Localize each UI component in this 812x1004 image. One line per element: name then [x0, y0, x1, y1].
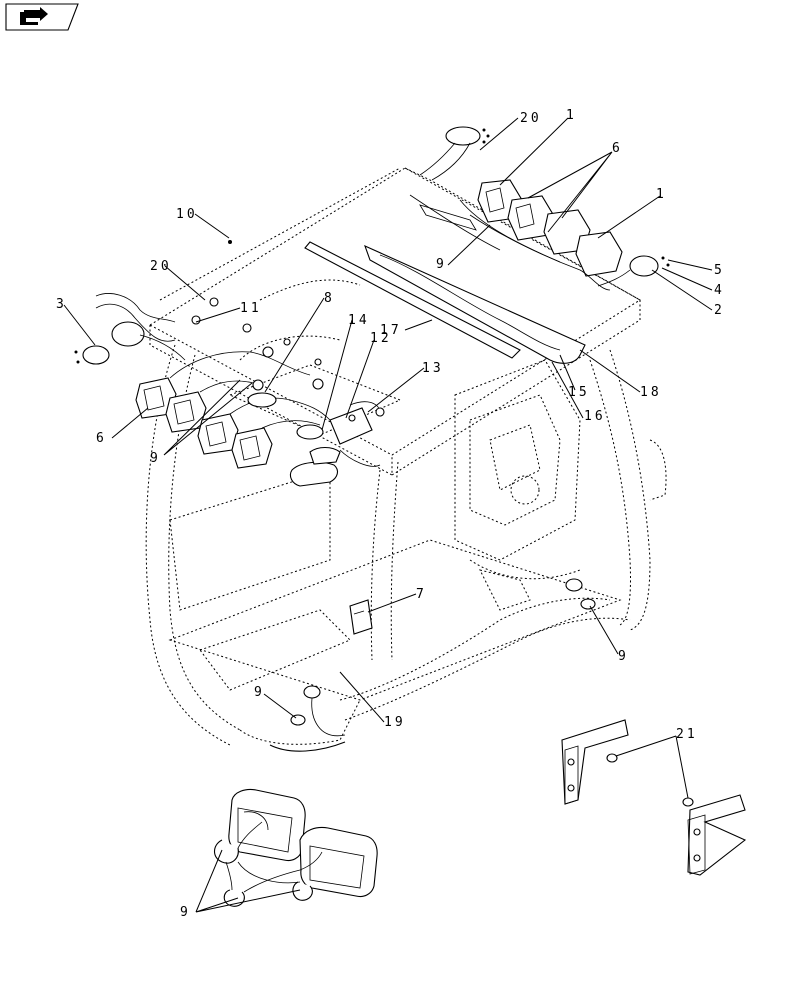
callout-3: 3 — [56, 297, 67, 312]
dome-lights — [247, 392, 324, 440]
callout-6-left: 6 — [96, 431, 107, 446]
roof-headliner — [304, 241, 586, 364]
connectors — [191, 240, 385, 422]
callout-8: 8 — [324, 291, 335, 306]
callout-6-top: 6 — [612, 141, 623, 156]
cab-frame — [145, 167, 667, 752]
front-beacon — [289, 401, 381, 487]
callout-9-detail: 9 — [180, 905, 191, 920]
bracket-detail-21 — [561, 719, 747, 876]
callout-14: 14 — [348, 313, 370, 328]
floor-grommets — [290, 578, 596, 737]
callout-20-top: 20 — [520, 111, 542, 126]
callout-9-right: 9 — [618, 649, 629, 664]
rear-work-lights — [409, 179, 623, 291]
side-marker-lamp-left — [74, 293, 186, 365]
callout-9-center: 9 — [436, 257, 447, 272]
leader-lines — [63, 117, 713, 913]
bracket-7 — [349, 599, 373, 635]
front-work-lights — [135, 351, 331, 469]
nav-arrow-button[interactable] — [5, 3, 79, 31]
callout-21: 21 — [676, 727, 698, 742]
arrow-right-icon — [20, 7, 48, 25]
callout-labels: 1 20 6 1 9 5 4 2 10 20 11 3 8 14 12 13 1… — [56, 108, 725, 920]
front-light-4 — [231, 427, 273, 469]
callout-19: 19 — [384, 715, 406, 730]
callout-10: 10 — [176, 207, 198, 222]
callout-13: 13 — [422, 361, 444, 376]
beacon-lamp-top — [419, 126, 490, 181]
callout-4: 4 — [714, 283, 725, 298]
work-light-4 — [575, 231, 623, 277]
callout-1-right: 1 — [656, 187, 667, 202]
callout-12: 12 — [370, 331, 392, 346]
callout-7: 7 — [416, 587, 427, 602]
callout-20-left: 20 — [150, 259, 172, 274]
callout-1-top: 1 — [566, 108, 577, 123]
light-detail — [213, 788, 378, 907]
callout-5: 5 — [714, 263, 725, 278]
callout-9-floor: 9 — [254, 685, 265, 700]
callout-9-left: 9 — [150, 451, 161, 466]
callout-2: 2 — [714, 303, 725, 318]
callout-11: 11 — [240, 301, 262, 316]
callout-15: 15 — [568, 385, 590, 400]
side-marker-lamp-right — [597, 255, 670, 287]
callout-18: 18 — [640, 385, 662, 400]
callout-16: 16 — [584, 409, 606, 424]
front-light-2 — [165, 391, 207, 433]
callout-17: 17 — [380, 323, 402, 338]
